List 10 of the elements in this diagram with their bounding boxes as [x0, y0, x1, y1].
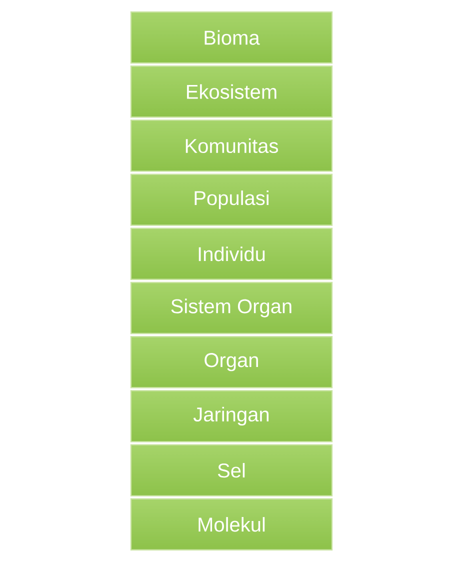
level-box: Molekul [130, 498, 333, 550]
level-box: Jaringan [130, 390, 333, 442]
level-box: Individu [130, 228, 333, 280]
level-box: Sistem Organ [130, 282, 333, 334]
level-box: Bioma [130, 11, 333, 64]
level-box: Ekosistem [130, 66, 333, 118]
level-box: Organ [130, 336, 333, 388]
level-box: Populasi [130, 174, 333, 226]
level-box: Sel [130, 444, 333, 496]
level-box: Komunitas [130, 120, 333, 172]
